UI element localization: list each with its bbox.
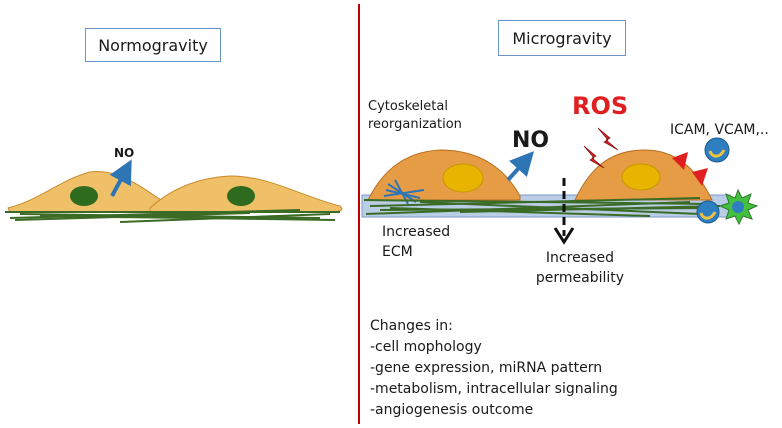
right-cells [367,149,713,201]
permeability-line-1: Increased [545,250,615,266]
normogravity-title: Normogravity [85,28,221,62]
star-burst-core [732,201,744,213]
changes-item: -cell mophology [370,339,482,355]
right-nucleus-2 [621,163,661,191]
left-nucleus-1 [70,186,98,206]
left-no-label: NO [114,146,135,160]
cytoskeletal-label: Cytoskeletal reorganization [368,98,462,134]
permeability-line-2: permeability [535,270,625,286]
adhesion-label: ICAM, VCAM,.. [670,122,769,138]
ecm-label: Increased ECM [382,222,450,262]
adhesion-molecule-icon [704,137,730,163]
panel-divider [358,4,360,424]
left-cells [7,171,343,213]
right-nucleus-1 [442,163,484,193]
cytoskeleton-fibers [383,179,425,205]
left-ecm-fibers [5,209,340,223]
changes-list: Changes in: -cell mophology -gene expres… [370,316,618,421]
right-no-label: NO [512,128,550,153]
cytoskeletal-line-1: Cytoskeletal [368,99,448,114]
adhesion-molecule-icon [696,200,720,224]
right-ecm-fibers [363,197,721,217]
ecm-line-2: ECM [382,244,413,260]
microgravity-title: Microgravity [498,20,626,56]
changes-item: -angiogenesis outcome [370,402,534,418]
permeability-label: Increased permeability [532,248,628,288]
changes-heading: Changes in: [370,318,453,334]
lightning-bolt-icon [597,127,619,151]
lightning-bolt-icon [583,145,605,169]
left-nucleus-2 [227,186,255,206]
dashed-arrow-down-icon [553,178,575,245]
cytoskeletal-line-2: reorganization [368,117,462,132]
left-no-arrow [109,159,132,197]
right-no-arrow [506,151,535,182]
receptor-triangle-icon [672,152,688,170]
receptor-triangle-icon [692,168,708,186]
ecm-line-1: Increased [382,224,451,240]
changes-item: -metabolism, intracellular signaling [370,381,618,397]
ros-label: ROS [572,92,629,120]
changes-item: -gene expression, miRNA pattern [370,360,603,376]
